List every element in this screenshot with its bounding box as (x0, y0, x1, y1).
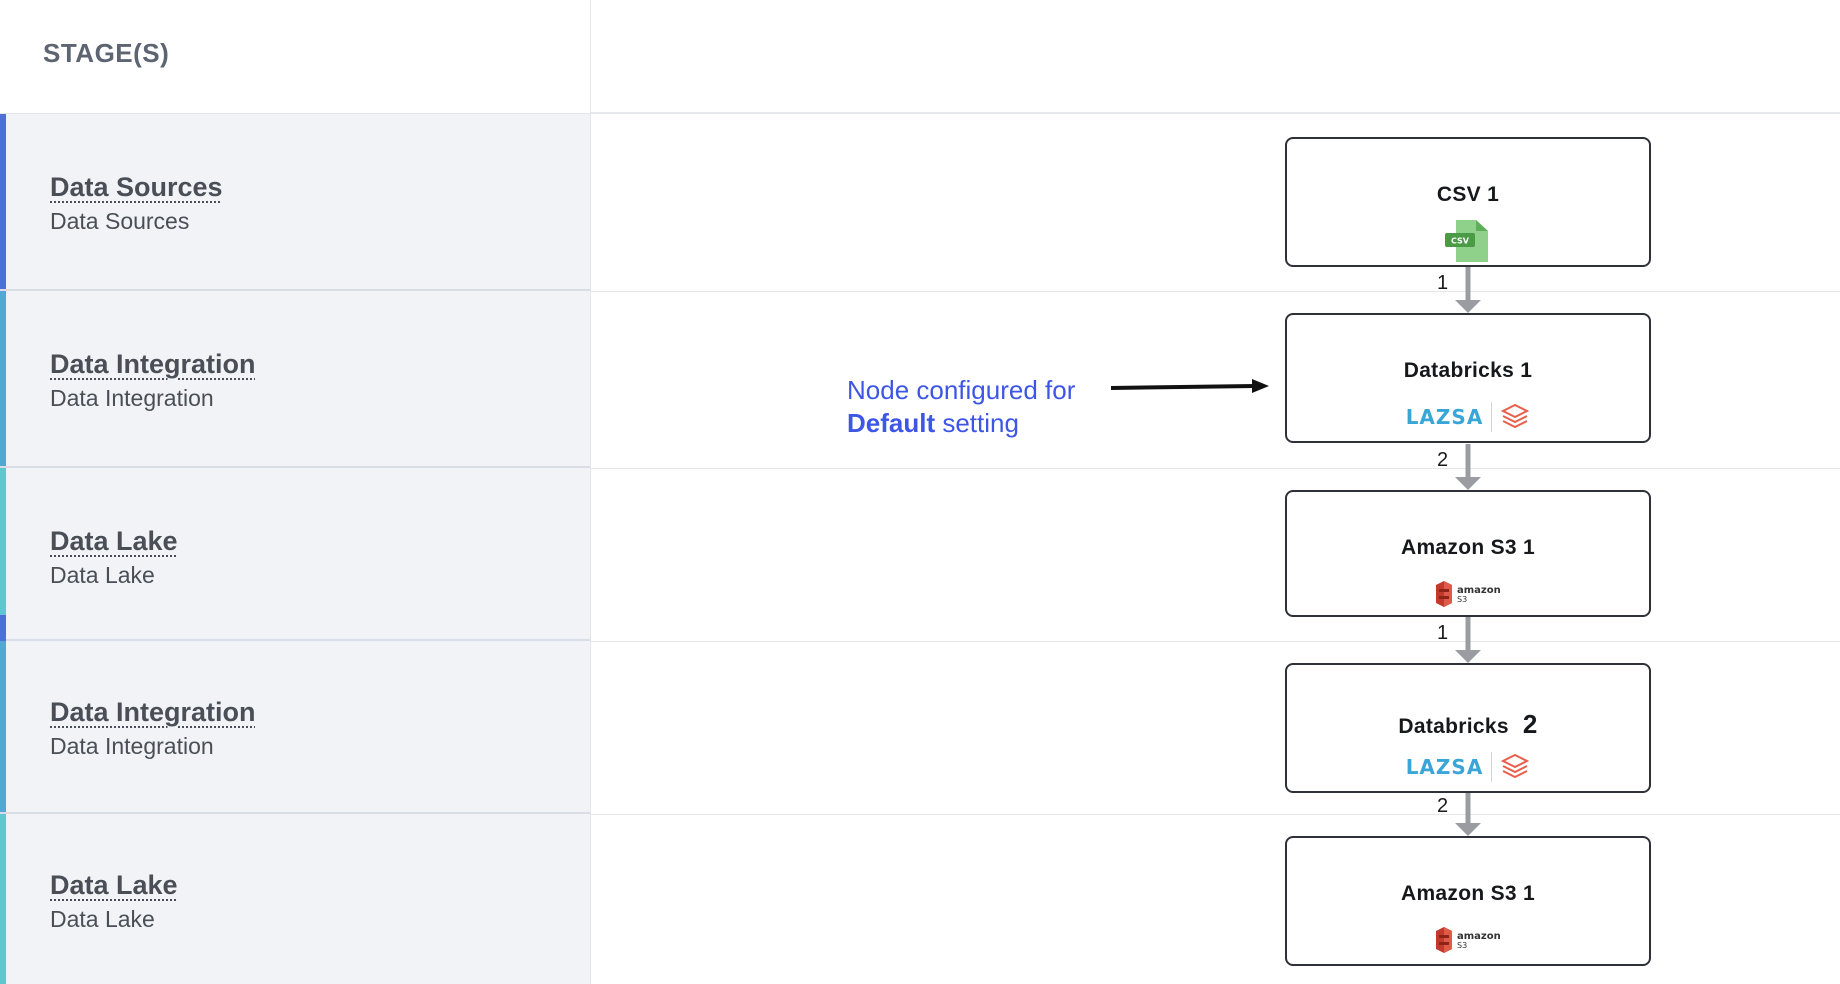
stage-subtitle: Data Sources (50, 208, 190, 234)
annotation-callout: Node configured for Default setting (847, 374, 1075, 440)
pipeline-node-amazon-s3-2[interactable]: Amazon S3 1 amazon S3 (1285, 836, 1651, 966)
stage-subtitle: Data Integration (50, 733, 214, 759)
row-divider (591, 291, 1840, 292)
svg-text:CSV: CSV (1451, 237, 1470, 246)
pipeline-node-amazon-s3-1[interactable]: Amazon S3 1 amazon S3 (1285, 490, 1651, 617)
stage-title[interactable]: Data Lake (50, 870, 178, 900)
stage-subtitle: Data Integration (50, 385, 214, 411)
stages-header-title: STAGE(S) (43, 38, 170, 68)
edge-label: 1 (1437, 272, 1449, 294)
edge-label: 2 (1437, 449, 1449, 471)
logo-separator (1491, 752, 1493, 782)
stage-title[interactable]: Data Sources (50, 172, 223, 202)
databricks-icon (1501, 403, 1530, 429)
lazsa-logo-text: LAZSA (1405, 405, 1484, 429)
stage-subtitle: Data Lake (50, 906, 155, 932)
node-title: Databricks 1 (1403, 359, 1533, 382)
stage-accent-bar (0, 114, 6, 289)
svg-text:S3: S3 (1457, 595, 1467, 604)
node-title-text: Databricks (1398, 715, 1509, 738)
row-divider (591, 641, 1840, 642)
stage-accent-bar (0, 468, 6, 639)
canvas-header (591, 0, 1840, 114)
amazon-s3-logo: amazon S3 (1287, 920, 1649, 960)
pipeline-node-databricks-1[interactable]: Databricks 1 LAZSA (1285, 313, 1651, 443)
stages-header: STAGE(S) (0, 0, 591, 114)
annotation-bold: Default (847, 408, 936, 438)
lazsa-databricks-logo: LAZSA (1287, 397, 1649, 437)
stage-title[interactable]: Data Lake (50, 526, 178, 556)
stage-accent-bar (0, 615, 6, 641)
node-title-number: 2 (1522, 709, 1538, 739)
node-title: Databricks 2 (1287, 709, 1649, 740)
csv-file-icon: CSV (1287, 220, 1649, 262)
svg-text:amazon: amazon (1457, 931, 1501, 942)
stage-title[interactable]: Data Integration (50, 697, 256, 727)
edge-label: 2 (1437, 795, 1449, 817)
node-title: Amazon S3 1 (1400, 882, 1535, 905)
edge-label: 1 (1437, 622, 1449, 644)
amazon-s3-logo: amazon S3 (1287, 574, 1649, 614)
stage-row-data-integration[interactable]: Data Integration Data Integration (0, 291, 591, 468)
lazsa-logo-text: LAZSA (1405, 755, 1484, 779)
stage-row-data-lake[interactable]: Data Lake Data Lake (0, 468, 591, 641)
stage-row-data-lake-2[interactable]: Data Lake Data Lake (0, 814, 591, 984)
annotation-line1: Node configured for (847, 375, 1076, 405)
svg-text:amazon: amazon (1457, 585, 1501, 596)
stage-accent-bar (0, 291, 6, 466)
pipeline-node-databricks-2[interactable]: Databricks 2 LAZSA (1285, 663, 1651, 793)
svg-text:S3: S3 (1457, 941, 1467, 950)
stage-row-data-sources[interactable]: Data Sources Data Sources (0, 114, 591, 291)
connector-arrow (1455, 617, 1481, 663)
stage-title[interactable]: Data Integration (50, 349, 256, 379)
row-divider (591, 814, 1840, 815)
connector-arrow (1455, 792, 1481, 836)
lazsa-databricks-logo: LAZSA (1287, 747, 1649, 787)
stage-accent-bar (0, 641, 6, 812)
connector-arrow (1455, 444, 1481, 490)
logo-separator (1491, 402, 1493, 432)
annotation-line2: Default setting (847, 407, 1075, 440)
connector-arrow (1455, 267, 1481, 313)
pipeline-node-csv-1[interactable]: CSV 1 CSV (1285, 137, 1651, 267)
annotation-rest: setting (935, 408, 1019, 438)
stage-subtitle: Data Lake (50, 562, 155, 588)
row-divider (591, 468, 1840, 469)
stage-row-data-integration-2[interactable]: Data Integration Data Integration (0, 641, 591, 814)
node-title: Amazon S3 1 (1400, 536, 1535, 559)
node-title: CSV 1 (1436, 183, 1500, 206)
stage-accent-bar (0, 814, 6, 984)
databricks-icon (1501, 753, 1530, 779)
annotation-arrow (1110, 379, 1269, 393)
